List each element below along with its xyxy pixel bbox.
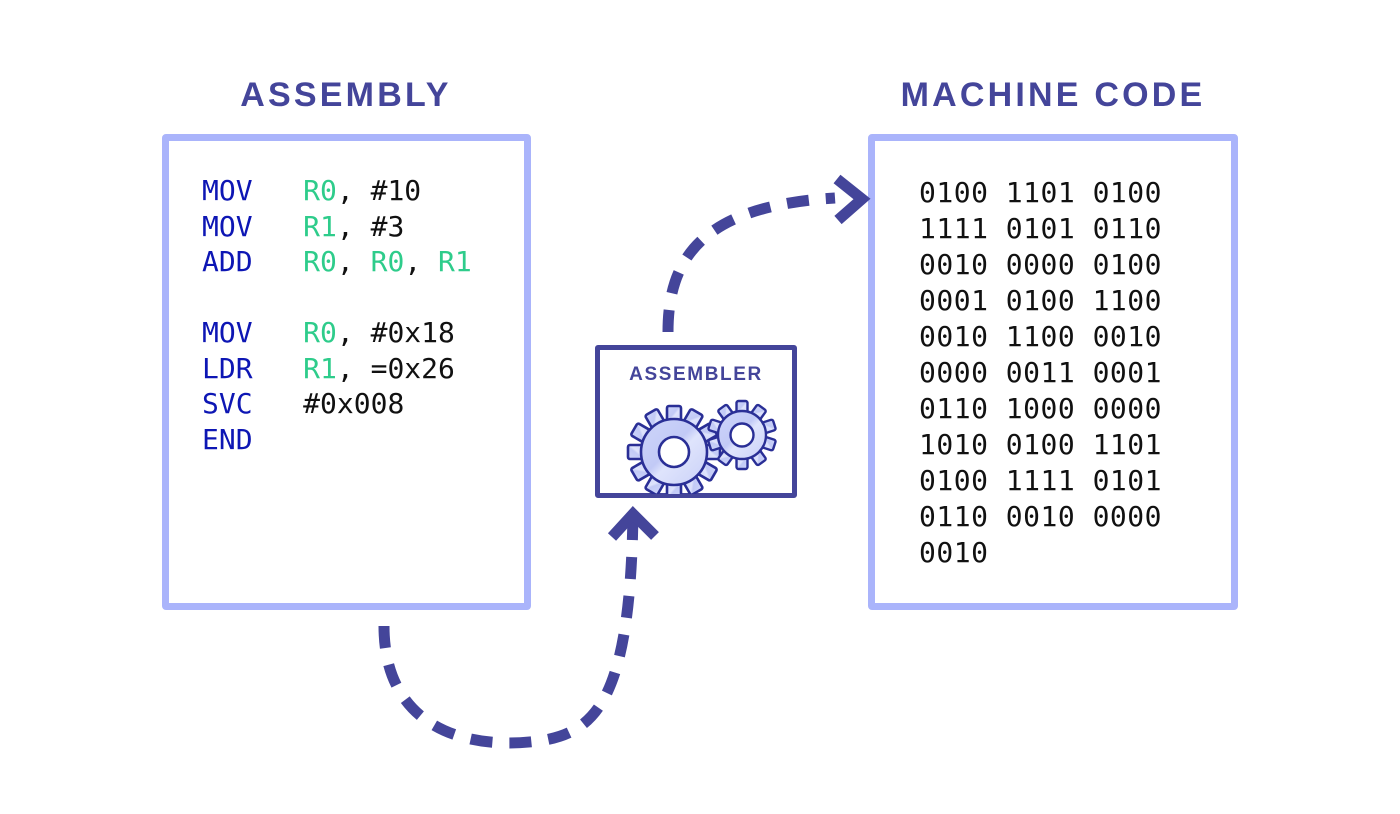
assembly-title: ASSEMBLY <box>240 76 452 114</box>
gears-icon <box>618 394 784 500</box>
assembly-punctuation: , <box>336 316 371 349</box>
assembly-punctuation: , <box>336 351 371 385</box>
assembly-gap <box>253 352 304 385</box>
assembly-mnemonic: MOV <box>202 316 253 349</box>
assembly-literal: #3 <box>370 209 405 243</box>
gears-icon-svg <box>626 399 777 500</box>
machine-code-row: 0010 1100 0010 <box>919 320 1163 353</box>
assembly-mnemonic: MOV <box>202 209 253 243</box>
arrow-assembler-to-machine-code <box>662 174 871 333</box>
assembly-code-line: MOV R1, #3 <box>202 209 472 245</box>
assembly-punctuation: , <box>336 174 371 207</box>
assembly-register: R0 <box>303 316 337 349</box>
assembly-register: R0 <box>303 245 337 278</box>
assembly-register: R0 <box>303 174 337 207</box>
assembly-gap <box>253 387 304 420</box>
assembly-code-line: MOV R0, #0x18 <box>202 315 472 351</box>
assembly-mnemonic: END <box>202 422 253 456</box>
machine-code-row: 0100 1101 0100 <box>919 176 1163 209</box>
machine-code-row: 0110 1000 0000 <box>919 392 1163 425</box>
assembly-code-line: END <box>202 422 472 458</box>
machine-code-row: 1111 0101 0110 <box>919 212 1163 245</box>
assembly-code-line: MOV R0, #10 <box>202 173 472 209</box>
assembly-literal: #0x008 <box>303 387 405 420</box>
machine-code-row: 0110 0010 0000 <box>919 500 1163 533</box>
machine-code-row: 0001 0100 1100 <box>919 284 1163 317</box>
assembly-mnemonic: ADD <box>202 245 253 278</box>
assembly-literal: #0x18 <box>370 316 455 349</box>
assembly-mnemonic: LDR <box>202 351 253 385</box>
assembly-register: R1 <box>303 351 337 385</box>
machine-code-row: 0100 1111 0101 <box>919 464 1163 497</box>
assembler-box: ASSEMBLER <box>595 345 797 500</box>
assembly-literal: #10 <box>370 174 422 207</box>
assembly-punctuation: , <box>336 245 371 278</box>
machine-code-row: 1010 0100 1101 <box>919 428 1163 461</box>
large-gear-icon <box>626 404 722 500</box>
assembly-mnemonic: SVC <box>202 387 253 420</box>
assembly-mnemonic: MOV <box>202 174 253 207</box>
assembly-punctuation: , <box>336 209 371 243</box>
small-gear-icon <box>707 399 777 471</box>
assembly-gap <box>253 316 304 349</box>
assembly-register: R1 <box>303 209 337 243</box>
machine-code-row: 0010 0000 0100 <box>919 248 1163 281</box>
machine-code-title: MACHINE CODE <box>900 76 1206 114</box>
assembler-label: ASSEMBLER <box>629 364 763 385</box>
assembly-code-line: ADD R0, R0, R1 <box>202 244 472 280</box>
assembly-gap <box>253 174 304 207</box>
assembly-register: R1 <box>438 245 472 278</box>
assembly-gap <box>253 210 304 243</box>
assembly-punctuation: , <box>404 245 439 278</box>
machine-code-row: 0000 0011 0001 <box>919 356 1163 389</box>
machine-code-row: 0010 <box>919 536 989 569</box>
assembly-code-line <box>202 280 472 316</box>
assembly-gap <box>253 245 304 278</box>
assembly-register: R0 <box>370 245 405 278</box>
assembly-code-line: LDR R1, =0x26 <box>202 351 472 387</box>
assembly-literal: =0x26 <box>370 351 455 385</box>
assembly-code-line: SVC #0x008 <box>202 386 472 422</box>
